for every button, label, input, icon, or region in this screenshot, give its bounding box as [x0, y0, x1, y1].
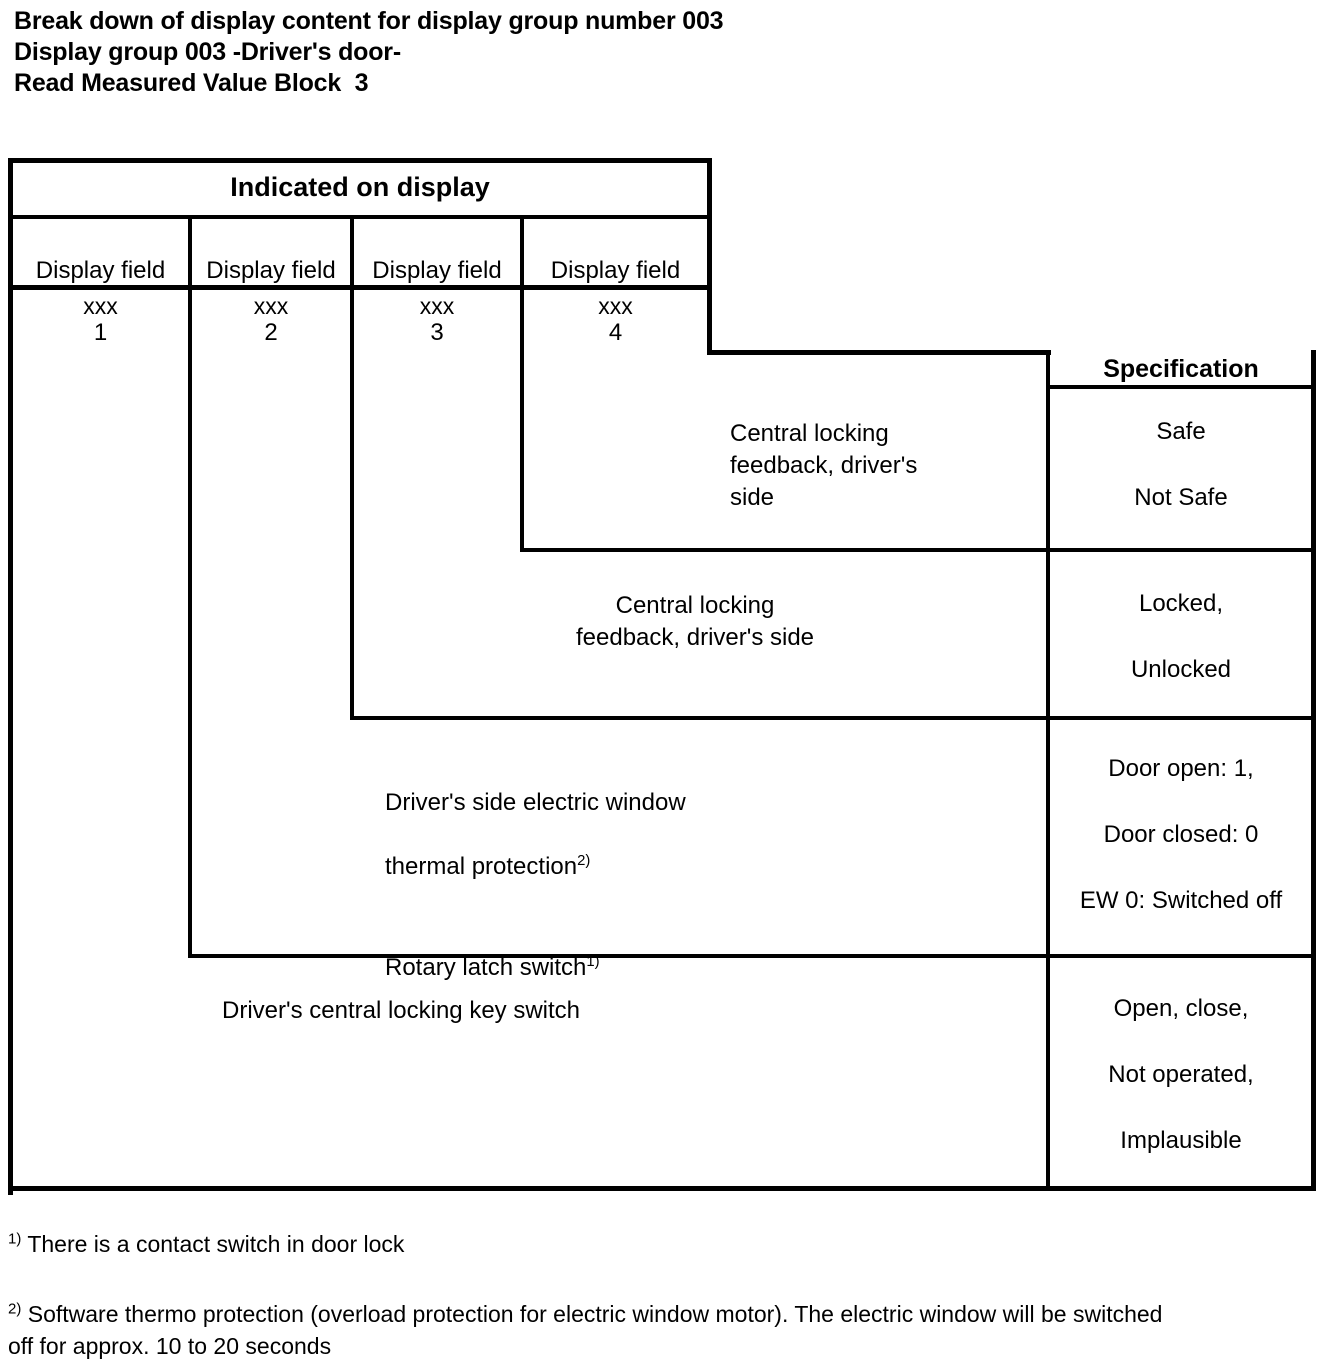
heading-line-3: Read Measured Value Block 3 [14, 69, 369, 97]
display-field-2-value: xxx [253, 293, 289, 319]
row-3-description-line-3: Rotary latch switch1) [385, 952, 1005, 984]
column-header-display-field-4: Display field 4 [524, 224, 707, 348]
border-top [8, 158, 712, 163]
row-1-description: Central locking feedback, driver's side [730, 420, 918, 511]
row-3-description-line-2-text: thermal protection [385, 853, 578, 880]
column-header-number: 4 [608, 319, 623, 346]
divider-under-field-headers [8, 285, 712, 290]
divider-row-3-4 [188, 954, 1316, 958]
group-header-indicated-on-display: Indicated on display [230, 172, 490, 202]
divider-col-2-3 [350, 219, 354, 718]
border-right-spec [1311, 350, 1316, 1191]
divider-col-3-4 [520, 219, 524, 550]
row-4-spec-value-2: Not operated, [1108, 1061, 1254, 1088]
border-step-top-right [707, 350, 1051, 355]
row-1-spec-values: Safe Not Safe [1050, 418, 1312, 512]
row-2-spec-values: Locked, Unlocked [1050, 590, 1312, 684]
row-1-spec-value-2: Not Safe [1134, 484, 1228, 511]
column-header-display-field-2: Display field 2 [192, 224, 350, 348]
row-2-spec-value-1: Locked, [1138, 590, 1224, 617]
column-header-number: 3 [430, 319, 444, 346]
footnote-1-mark: 1) [8, 1230, 22, 1248]
footnote-2: 2) Software thermo protection (overload … [8, 1298, 1188, 1362]
footnote-ref-2: 2) [577, 853, 591, 869]
row-2-spec-value-2: Unlocked [1130, 656, 1232, 683]
divider-under-group-header [8, 215, 712, 219]
row-2-description: Central locking feedback, driver's side [575, 592, 815, 651]
column-header-label: Display field [206, 257, 336, 284]
display-field-4-value: xxx [598, 293, 633, 319]
row-3-description-line-3-text: Rotary latch switch [385, 954, 587, 981]
row-3-description: Driver's side electric window thermal pr… [385, 755, 1005, 1016]
divider-row-1-2 [520, 548, 1316, 552]
column-header-label: Display field [35, 257, 166, 284]
row-3-spec-values: Door open: 1, Door closed: 0 EW 0: Switc… [1050, 755, 1312, 915]
column-header-number: 2 [264, 319, 278, 346]
divider-col-1-2 [188, 219, 192, 957]
heading-line-1: Break down of display content for displa… [14, 7, 724, 35]
column-header-number: 1 [93, 319, 108, 346]
heading-line-2: Display group 003 -Driver's door- [14, 38, 401, 66]
row-3-description-line-2: thermal protection2) [385, 851, 1005, 883]
divider-under-spec-header [1046, 385, 1316, 389]
document-headings: Break down of display content for displa… [14, 6, 1294, 99]
row-4-description: Driver's central locking key switch [222, 997, 581, 1024]
row-3-description-line-1: Driver's side electric window [385, 789, 686, 816]
border-bottom [8, 1186, 1316, 1191]
row-3-spec-value-3: EW 0: Switched off [1079, 887, 1283, 914]
column-header-label: Display field [372, 257, 502, 284]
column-header-display-field-1: Display field 1 [13, 224, 188, 348]
row-3-spec-value-1: Door open: 1, [1108, 755, 1254, 782]
footnote-ref-1: 1) [586, 954, 600, 970]
footnote-1: 1) There is a contact switch in door loc… [8, 1228, 1308, 1260]
display-field-3-value: xxx [419, 293, 455, 319]
border-right-upper [707, 158, 712, 355]
footnote-2-text: Software thermo protection (overload pro… [8, 1301, 1163, 1359]
row-4-spec-values: Open, close, Not operated, Implausible [1050, 995, 1312, 1155]
footnote-1-text: There is a contact switch in door lock [21, 1231, 405, 1257]
divider-spec-column [1046, 350, 1050, 1191]
row-4-spec-value-3: Implausible [1120, 1127, 1242, 1154]
spec-column-header: Specification [1103, 355, 1259, 383]
row-3-spec-value-2: Door closed: 0 [1103, 821, 1259, 848]
column-header-label: Display field [550, 257, 681, 284]
column-header-display-field-3: Display field 3 [354, 224, 520, 348]
row-4-spec-value-1: Open, close, [1113, 995, 1249, 1022]
footnote-2-mark: 2) [8, 1300, 22, 1318]
footnotes: 1) There is a contact switch in door loc… [8, 1228, 1308, 1362]
display-field-1-value: xxx [83, 293, 118, 319]
divider-row-2-3 [350, 716, 1316, 720]
row-1-spec-value-1: Safe [1156, 418, 1206, 445]
border-left [8, 158, 13, 1195]
